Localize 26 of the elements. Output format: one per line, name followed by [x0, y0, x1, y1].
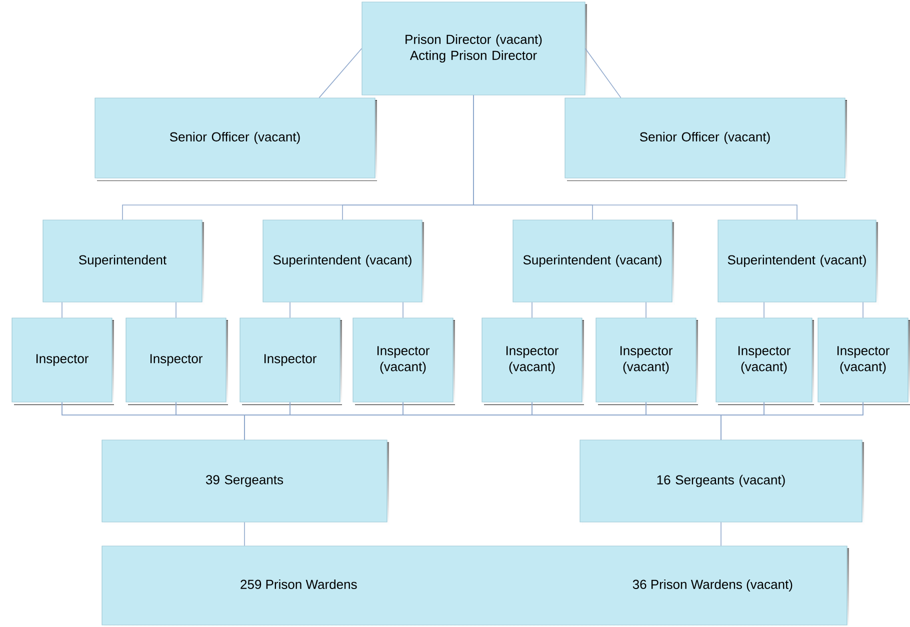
org-box: Inspector (vacant) [716, 318, 812, 402]
org-box: Inspector (vacant) [482, 318, 582, 402]
org-box: Inspector [12, 318, 112, 402]
org-box: Inspector (vacant) [352, 318, 454, 402]
org-box: Superintendent (vacant) [512, 220, 672, 302]
org-box: Prison Director (vacant) Acting Prison Director [362, 2, 586, 96]
org-box: 39 Sergeants [102, 440, 388, 522]
connector-line [318, 48, 362, 98]
connector-line [402, 302, 404, 318]
org-box: Superintendent [42, 220, 202, 302]
org-box: Senior Officer (vacant) [564, 98, 846, 178]
org-box: Inspector [126, 318, 226, 402]
org-box: Senior Officer (vacant) [94, 98, 376, 178]
connector-line [720, 522, 722, 546]
connector-line [862, 302, 864, 318]
connector-line [584, 48, 622, 98]
org-box: 259 Prison Wardens 36 Prison Wardens (vacant) [102, 546, 848, 626]
org-box: Superintendent (vacant) [718, 220, 876, 302]
org-box: Inspector [240, 318, 340, 402]
org-box: 16 Sergeants (vacant) [580, 440, 862, 522]
connector-line [244, 522, 245, 546]
org-box: Inspector (vacant) [818, 318, 908, 402]
org-box: Inspector (vacant) [596, 318, 696, 402]
org-box: Superintendent (vacant) [262, 220, 422, 302]
connector-line [720, 402, 864, 440]
connector-line [473, 94, 798, 220]
